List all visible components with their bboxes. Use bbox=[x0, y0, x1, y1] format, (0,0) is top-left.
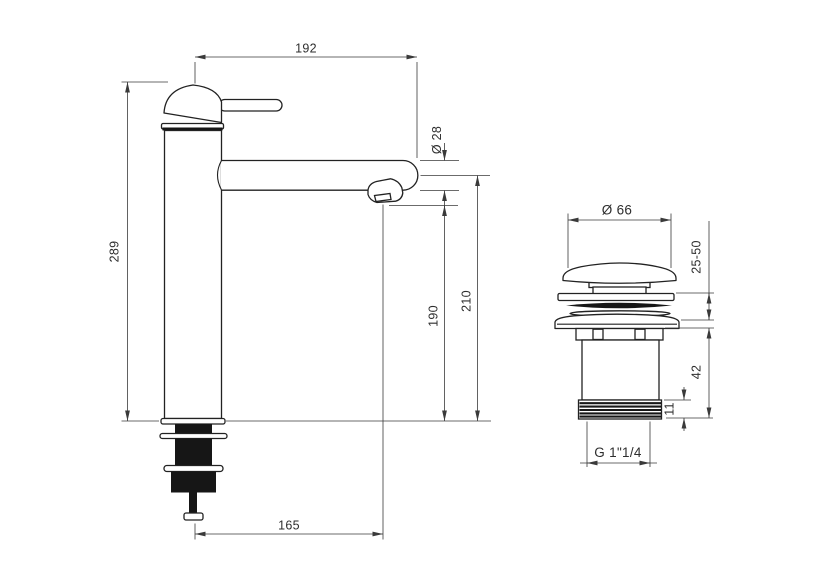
faucet-mounting-stud bbox=[189, 492, 197, 513]
dim-label-total-height: 289 bbox=[108, 241, 122, 263]
faucet-spout-junction-fillet bbox=[216, 160, 222, 191]
dim-label-thread-size: G 1"1/4 bbox=[594, 445, 642, 460]
dim-label-aerator-height: 190 bbox=[427, 305, 441, 327]
faucet-clamp-washer bbox=[163, 464, 224, 473]
faucet-cartridge-dome bbox=[163, 84, 223, 124]
faucet-spout bbox=[221, 159, 419, 191]
dim-label-thread-length: 11 bbox=[663, 402, 677, 416]
drain-flange bbox=[554, 313, 680, 330]
dim-aerator-height-190: 190 bbox=[389, 205, 458, 421]
dim-cap-diameter-66: Ø 66 bbox=[567, 203, 672, 268]
dim-thread-size-g114: G 1"1/4 bbox=[580, 421, 657, 467]
dim-spout-projection-192: 192 bbox=[194, 42, 418, 158]
faucet-gasket-washer bbox=[159, 432, 228, 440]
faucet-lever-handle bbox=[218, 98, 283, 112]
faucet-thread-lower bbox=[175, 438, 212, 466]
drain-ring-slot-left bbox=[592, 328, 604, 341]
dim-spout-diameter-28: Ø 28 bbox=[420, 126, 459, 208]
dim-thread-length-11: 11 bbox=[663, 387, 691, 431]
faucet-thread-upper bbox=[175, 424, 212, 434]
drain-body bbox=[581, 339, 660, 401]
drain-valve-view bbox=[554, 262, 680, 420]
drain-cap bbox=[562, 262, 677, 284]
faucet-body bbox=[163, 129, 223, 420]
dim-reach-165: 165 bbox=[194, 204, 384, 540]
dim-body-height-42: 42 bbox=[665, 327, 714, 419]
dim-label-body-height: 42 bbox=[690, 365, 704, 380]
dim-label-spout-height: 210 bbox=[460, 290, 474, 312]
faucet-view bbox=[159, 84, 419, 521]
dim-spout-height-210: 210 bbox=[226, 175, 491, 422]
drain-thread-ridges bbox=[579, 402, 661, 418]
dim-label-clamping-range: 25-50 bbox=[690, 240, 704, 273]
drain-seal-plate bbox=[557, 292, 675, 302]
faucet-aerator-outlet bbox=[373, 192, 392, 203]
dim-label-reach: 165 bbox=[278, 519, 300, 533]
dim-label-spout-diameter: Ø 28 bbox=[430, 126, 444, 154]
faucet-stud-foot bbox=[183, 512, 204, 521]
drain-ring-slot-right bbox=[634, 328, 646, 341]
dim-label-spout-projection: 192 bbox=[295, 42, 317, 56]
faucet-mounting-nut bbox=[171, 471, 216, 493]
dim-total-height-289: 289 bbox=[108, 81, 168, 422]
faucet-collar-shadow bbox=[162, 127, 223, 131]
dim-label-cap-diameter: Ø 66 bbox=[602, 203, 632, 218]
drain-rubber-gasket bbox=[566, 302, 672, 309]
drain-slotted-ring bbox=[575, 327, 664, 341]
faucet-base-plate bbox=[160, 417, 226, 425]
dim-clamping-range-25-50: 25-50 bbox=[676, 221, 714, 321]
